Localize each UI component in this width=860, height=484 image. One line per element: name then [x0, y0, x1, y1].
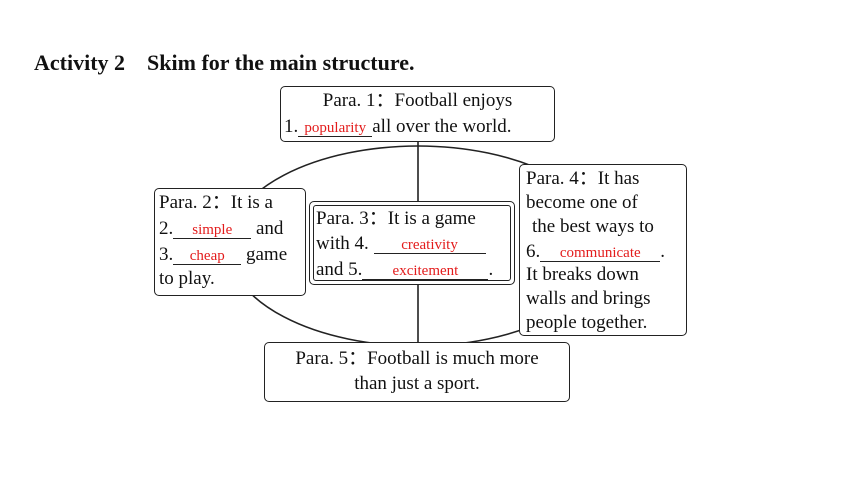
para4-line3: the best ways to	[532, 216, 654, 237]
para2-after3: game	[246, 244, 288, 265]
answer-4: creativity	[373, 237, 486, 254]
answer-6: communicate	[540, 245, 661, 262]
para1-title: Para. 1：Football enjoys	[322, 90, 513, 111]
answer-2: simple	[173, 222, 252, 239]
para4-line5: It breaks down	[526, 264, 639, 285]
para2-after2: and	[256, 218, 284, 239]
para3-box: Para. 3：It is a game with 4. creativity …	[309, 201, 515, 285]
para2-num3: 3.	[159, 244, 174, 265]
para2-num2: 2.	[159, 218, 174, 239]
para3-inner-border	[313, 205, 511, 281]
activity-heading: Activity 2 Skim for the main structure.	[34, 50, 414, 76]
para3-title: Para. 3：It is a game	[316, 208, 476, 229]
para5-line1: Para. 5：Football is much more	[295, 348, 539, 369]
para4-line1: Para. 4：It has	[526, 168, 640, 189]
para4-line2: become one of	[526, 192, 638, 213]
para3-period: .	[488, 259, 494, 280]
para4-period: .	[660, 241, 665, 262]
para3-with: with 4.	[316, 233, 369, 254]
activity-label: Activity 2	[34, 50, 126, 75]
answer-5: excitement	[362, 263, 489, 280]
answer-1: popularity	[298, 120, 373, 137]
para3-and: and 5.	[316, 259, 363, 280]
para2-end: to play.	[159, 268, 215, 289]
para4-number: 6.	[526, 241, 541, 262]
para1-rest: all over the world.	[372, 116, 512, 137]
para2-title: Para. 2：It is a	[159, 192, 273, 213]
answer-3: cheap	[173, 248, 242, 265]
para4-line6: walls and brings	[526, 288, 651, 309]
para2-box: Para. 2：It is a 2.simple and 3.cheap gam…	[154, 188, 306, 296]
para4-line7: people together.	[526, 312, 648, 333]
activity-task: Skim for the main structure.	[147, 50, 415, 75]
para5-box: Para. 5：Football is much more than just …	[264, 342, 570, 402]
para5-line2: than just a sport.	[354, 373, 480, 394]
para1-number: 1.	[284, 116, 299, 137]
para4-box: Para. 4：It has become one of the best wa…	[519, 164, 687, 336]
